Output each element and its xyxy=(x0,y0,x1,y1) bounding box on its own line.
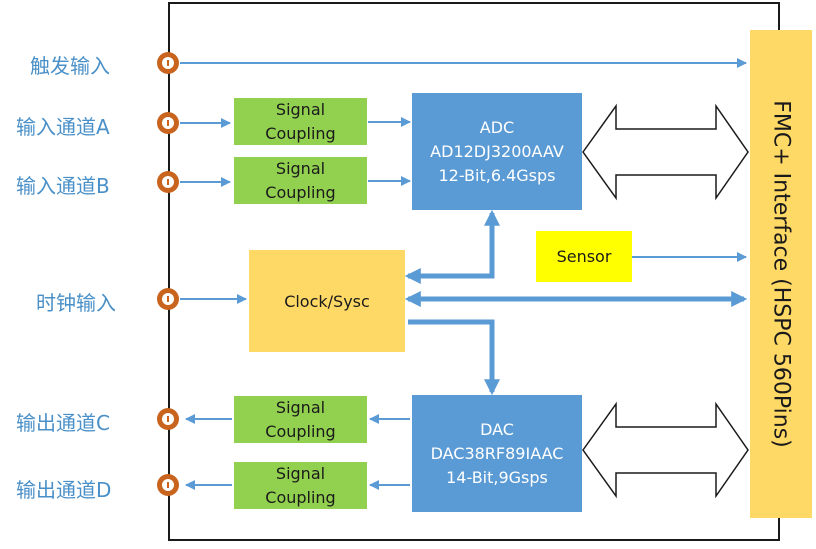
signal-coupling-c: Signal Coupling xyxy=(234,396,367,443)
sensor-label: Sensor xyxy=(556,247,612,266)
clock-sysc-block: Clock/Sysc xyxy=(249,250,405,352)
dac-block: DAC DAC38RF89IAAC 14-Bit,9Gsps xyxy=(412,395,582,512)
dac-fmc-bus-arrow xyxy=(582,401,749,499)
channel-d-label: 输出通道D xyxy=(16,478,112,502)
signal-coupling-a: Signal Coupling xyxy=(234,98,367,145)
coupling-line1: Signal xyxy=(275,397,326,417)
coupling-line2: Coupling xyxy=(265,487,336,507)
channel-b-connector-icon xyxy=(157,171,179,193)
coupling-line2: Coupling xyxy=(265,123,336,143)
trigger-connector-icon xyxy=(157,52,179,74)
adc-title: ADC xyxy=(479,117,515,137)
coupling-line1: Signal xyxy=(275,463,326,483)
clock-dac-link xyxy=(408,319,501,396)
channel-c-label: 输出通道C xyxy=(16,411,110,435)
fmc-interface-label: FMC+ Interface (HSPC 560Pins) xyxy=(768,100,794,448)
adc-spec: 12-Bit,6.4Gsps xyxy=(438,165,556,185)
trigger-input-label: 触发输入 xyxy=(30,54,110,78)
coupling-line1: Signal xyxy=(275,99,326,119)
adc-fmc-bus-arrow xyxy=(582,103,749,201)
adc-block: ADC AD12DJ3200AAV 12-Bit,6.4Gsps xyxy=(412,93,582,210)
signal-coupling-d: Signal Coupling xyxy=(234,462,367,509)
coupling-line1: Signal xyxy=(275,158,326,178)
channel-d-connector-icon xyxy=(157,474,179,496)
dac-part-number: DAC38RF89IAAC xyxy=(430,443,564,463)
channel-a-connector-icon xyxy=(157,112,179,134)
clock-input-label: 时钟输入 xyxy=(36,291,116,315)
clock-block-label: Clock/Sysc xyxy=(284,291,370,311)
channel-b-label: 输入通道B xyxy=(16,174,110,198)
clock-adc-link xyxy=(404,209,501,285)
adc-part-number: AD12DJ3200AAV xyxy=(430,141,564,161)
signal-coupling-b: Signal Coupling xyxy=(234,157,367,204)
dac-spec: 14-Bit,9Gsps xyxy=(446,467,548,487)
coupling-line2: Coupling xyxy=(265,421,336,441)
coupling-line2: Coupling xyxy=(265,182,336,202)
channel-c-connector-icon xyxy=(157,408,179,430)
fmc-interface-block: FMC+ Interface (HSPC 560Pins) xyxy=(750,30,812,518)
sensor-block: Sensor xyxy=(536,231,632,282)
clock-connector-icon xyxy=(157,288,179,310)
dac-title: DAC xyxy=(480,419,514,439)
channel-a-label: 输入通道A xyxy=(16,115,110,139)
